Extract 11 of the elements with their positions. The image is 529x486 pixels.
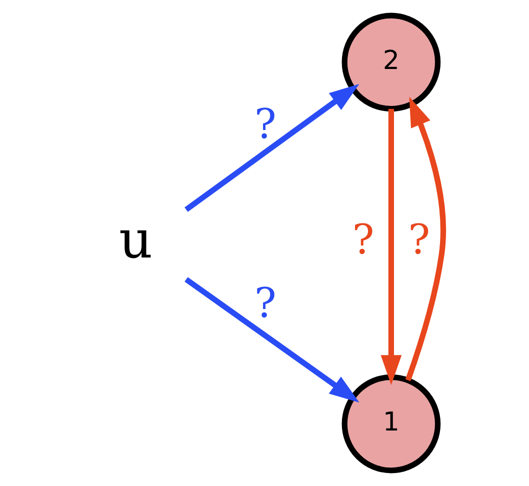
arrow	[405, 96, 446, 382]
edge-label: ?	[254, 278, 276, 327]
arrow	[184, 277, 360, 402]
node-text: u	[118, 210, 153, 271]
edge-label: ?	[408, 215, 430, 264]
edge-label: ?	[254, 100, 276, 148]
node-circle: 1	[342, 374, 441, 474]
node-circle: 2	[342, 12, 441, 112]
arrow	[184, 84, 360, 212]
arrow	[380, 108, 402, 386]
edge-label: ?	[352, 215, 374, 264]
